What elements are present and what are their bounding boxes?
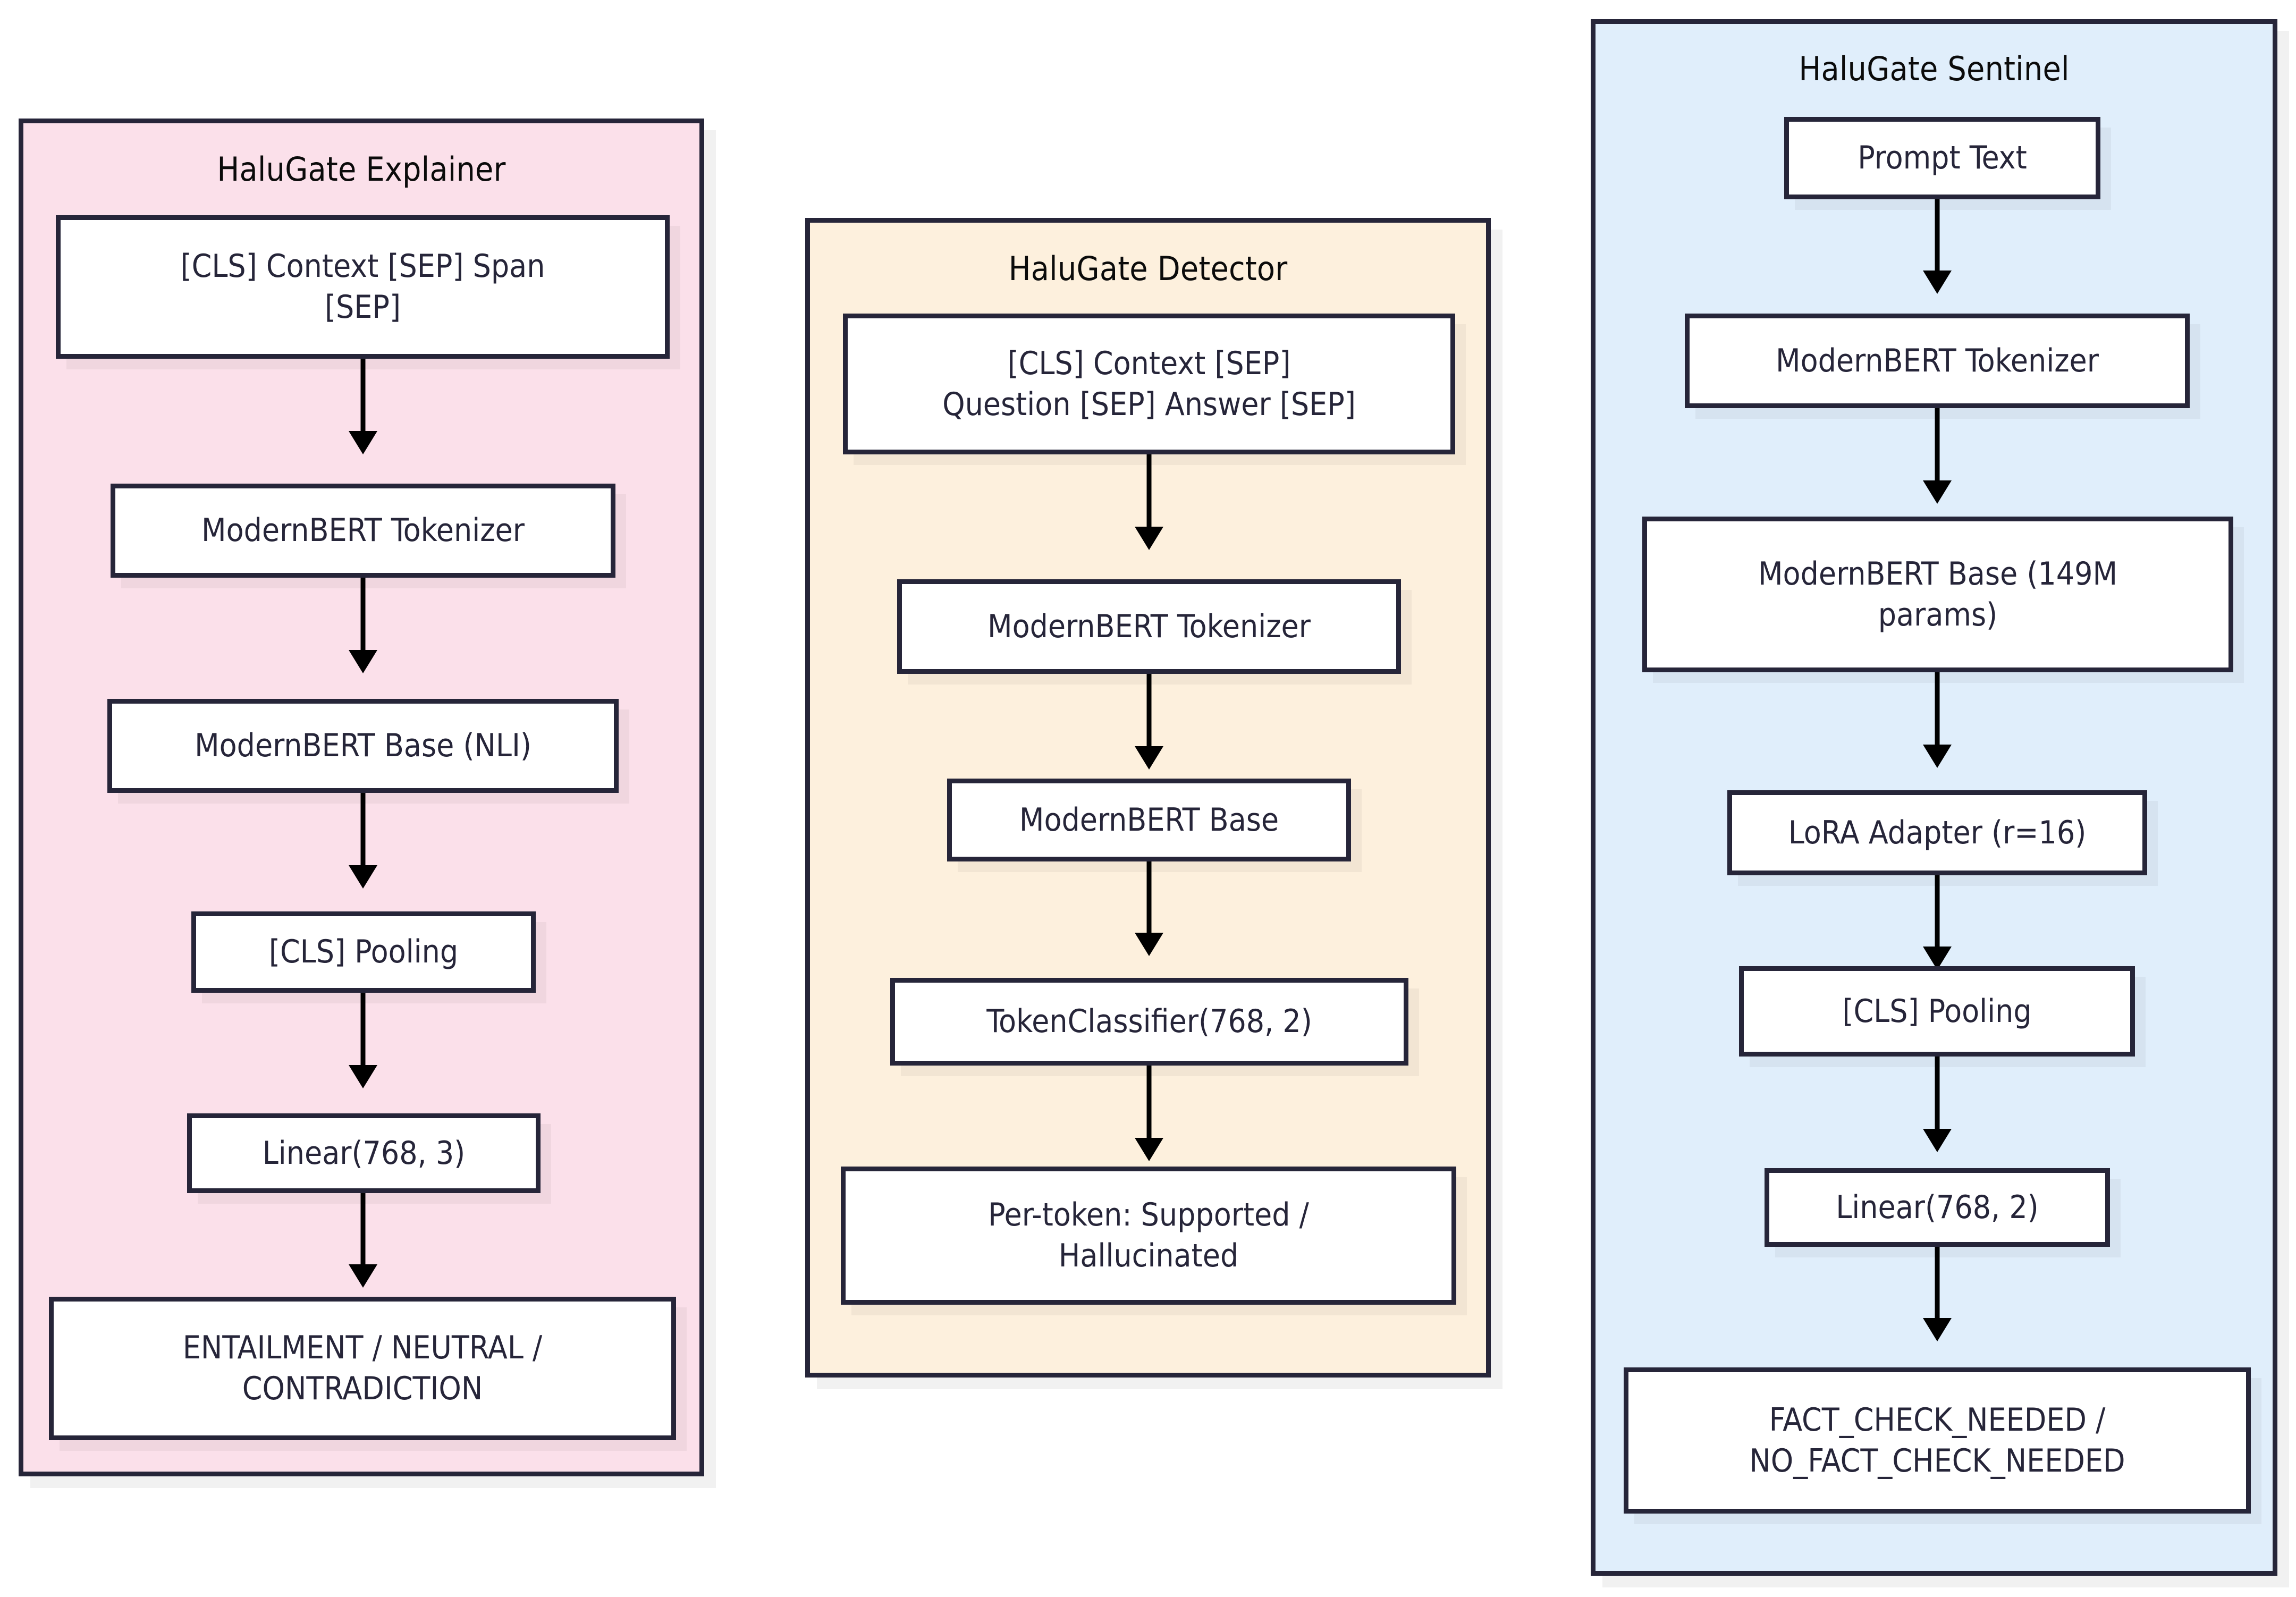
node-sen-prompt[interactable]: Prompt Text <box>1784 117 2100 199</box>
arrow-shaft <box>360 793 366 865</box>
node-label: [CLS] Pooling <box>268 933 459 971</box>
panel-title-sentinel: HaluGate Sentinel <box>1799 49 2070 88</box>
node-exp-base[interactable]: ModernBERT Base (NLI) <box>107 699 619 793</box>
node-label: ModernBERT Tokenizer <box>1776 342 2099 379</box>
arrow-shaft <box>1935 1247 1940 1318</box>
node-label: ModernBERT Base (NLI) <box>195 727 531 765</box>
arrow-head-icon <box>1923 947 1952 970</box>
arrow-head-icon <box>349 1065 377 1088</box>
node-exp-linear[interactable]: Linear(768, 3) <box>187 1113 541 1193</box>
node-sen-tokenizer[interactable]: ModernBERT Tokenizer <box>1685 314 2190 408</box>
node-label: Linear(768, 2) <box>1836 1188 2039 1226</box>
arrow-head-icon <box>1923 745 1952 768</box>
node-sen-linear[interactable]: Linear(768, 2) <box>1765 1168 2110 1247</box>
node-label: LoRA Adapter (r=16) <box>1788 814 2087 851</box>
node-exp-pooling[interactable]: [CLS] Pooling <box>191 911 536 993</box>
node-label: ModernBERT Base <box>1019 801 1279 839</box>
arrow-head-icon <box>1135 933 1163 956</box>
arrow-shaft <box>360 993 366 1065</box>
node-label: ModernBERT Tokenizer <box>201 512 525 550</box>
arrow-head-icon <box>1135 1138 1163 1161</box>
arrow-head-icon <box>1135 746 1163 770</box>
node-label: [CLS] Context [SEP] <box>1007 344 1291 382</box>
arrow-shaft <box>1935 408 1940 480</box>
node-label: ModernBERT Base (149M <box>1758 555 2118 593</box>
arrow-head-icon <box>1923 1129 1952 1152</box>
node-label: params) <box>1878 596 1998 633</box>
node-det-tokenizer[interactable]: ModernBERT Tokenizer <box>897 579 1401 674</box>
arrow-shaft <box>1146 861 1152 933</box>
panel-title-detector: HaluGate Detector <box>1008 249 1288 288</box>
node-det-input[interactable]: [CLS] Context [SEP] Question [SEP] Answe… <box>843 314 1455 454</box>
arrow-head-icon <box>349 431 377 454</box>
node-label: Per-token: Supported / <box>988 1196 1309 1234</box>
node-label: Question [SEP] Answer [SEP] <box>942 385 1356 423</box>
arrow-shaft <box>360 578 366 650</box>
node-exp-input[interactable]: [CLS] Context [SEP] Span [SEP] <box>56 215 670 359</box>
arrow-head-icon <box>349 1264 377 1288</box>
node-label: [SEP] <box>324 289 401 326</box>
arrow-head-icon <box>349 650 377 673</box>
arrow-shaft <box>1146 1066 1152 1138</box>
arrow-shaft <box>1935 199 1940 271</box>
node-sen-pooling[interactable]: [CLS] Pooling <box>1739 966 2135 1057</box>
node-label: TokenClassifier(768, 2) <box>986 1003 1312 1041</box>
arrow-shaft <box>1935 875 1940 947</box>
node-label: Prompt Text <box>1858 139 2027 177</box>
node-sen-output[interactable]: FACT_CHECK_NEEDED / NO_FACT_CHECK_NEEDED <box>1624 1367 2251 1514</box>
arrow-shaft <box>1146 454 1152 527</box>
arrow-shaft <box>1935 1057 1940 1129</box>
arrow-head-icon <box>349 865 377 889</box>
node-sen-base[interactable]: ModernBERT Base (149M params) <box>1642 517 2233 672</box>
node-label: [CLS] Pooling <box>1842 992 2032 1030</box>
node-exp-tokenizer[interactable]: ModernBERT Tokenizer <box>111 484 615 578</box>
node-exp-output[interactable]: ENTAILMENT / NEUTRAL / CONTRADICTION <box>49 1297 676 1440</box>
node-label: CONTRADICTION <box>242 1370 483 1407</box>
node-det-classifier[interactable]: TokenClassifier(768, 2) <box>890 978 1408 1066</box>
node-label: Linear(768, 3) <box>262 1134 466 1172</box>
node-label: ModernBERT Tokenizer <box>987 607 1311 645</box>
node-det-base[interactable]: ModernBERT Base <box>947 779 1351 861</box>
node-det-output[interactable]: Per-token: Supported / Hallucinated <box>841 1167 1456 1305</box>
arrow-shaft <box>1146 674 1152 746</box>
arrow-shaft <box>360 359 366 431</box>
node-label: [CLS] Context [SEP] Span <box>180 248 545 285</box>
node-label: Hallucinated <box>1058 1237 1239 1274</box>
node-label: NO_FACT_CHECK_NEEDED <box>1749 1442 2125 1480</box>
arrow-head-icon <box>1135 527 1163 550</box>
arrow-head-icon <box>1923 271 1952 294</box>
arrow-head-icon <box>1923 480 1952 504</box>
arrow-head-icon <box>1923 1318 1952 1341</box>
arrow-shaft <box>360 1193 366 1264</box>
node-sen-lora[interactable]: LoRA Adapter (r=16) <box>1727 790 2147 875</box>
arrow-shaft <box>1935 672 1940 745</box>
node-label: FACT_CHECK_NEEDED / <box>1769 1401 2106 1439</box>
panel-title-explainer: HaluGate Explainer <box>217 150 506 189</box>
node-label: ENTAILMENT / NEUTRAL / <box>182 1329 543 1367</box>
